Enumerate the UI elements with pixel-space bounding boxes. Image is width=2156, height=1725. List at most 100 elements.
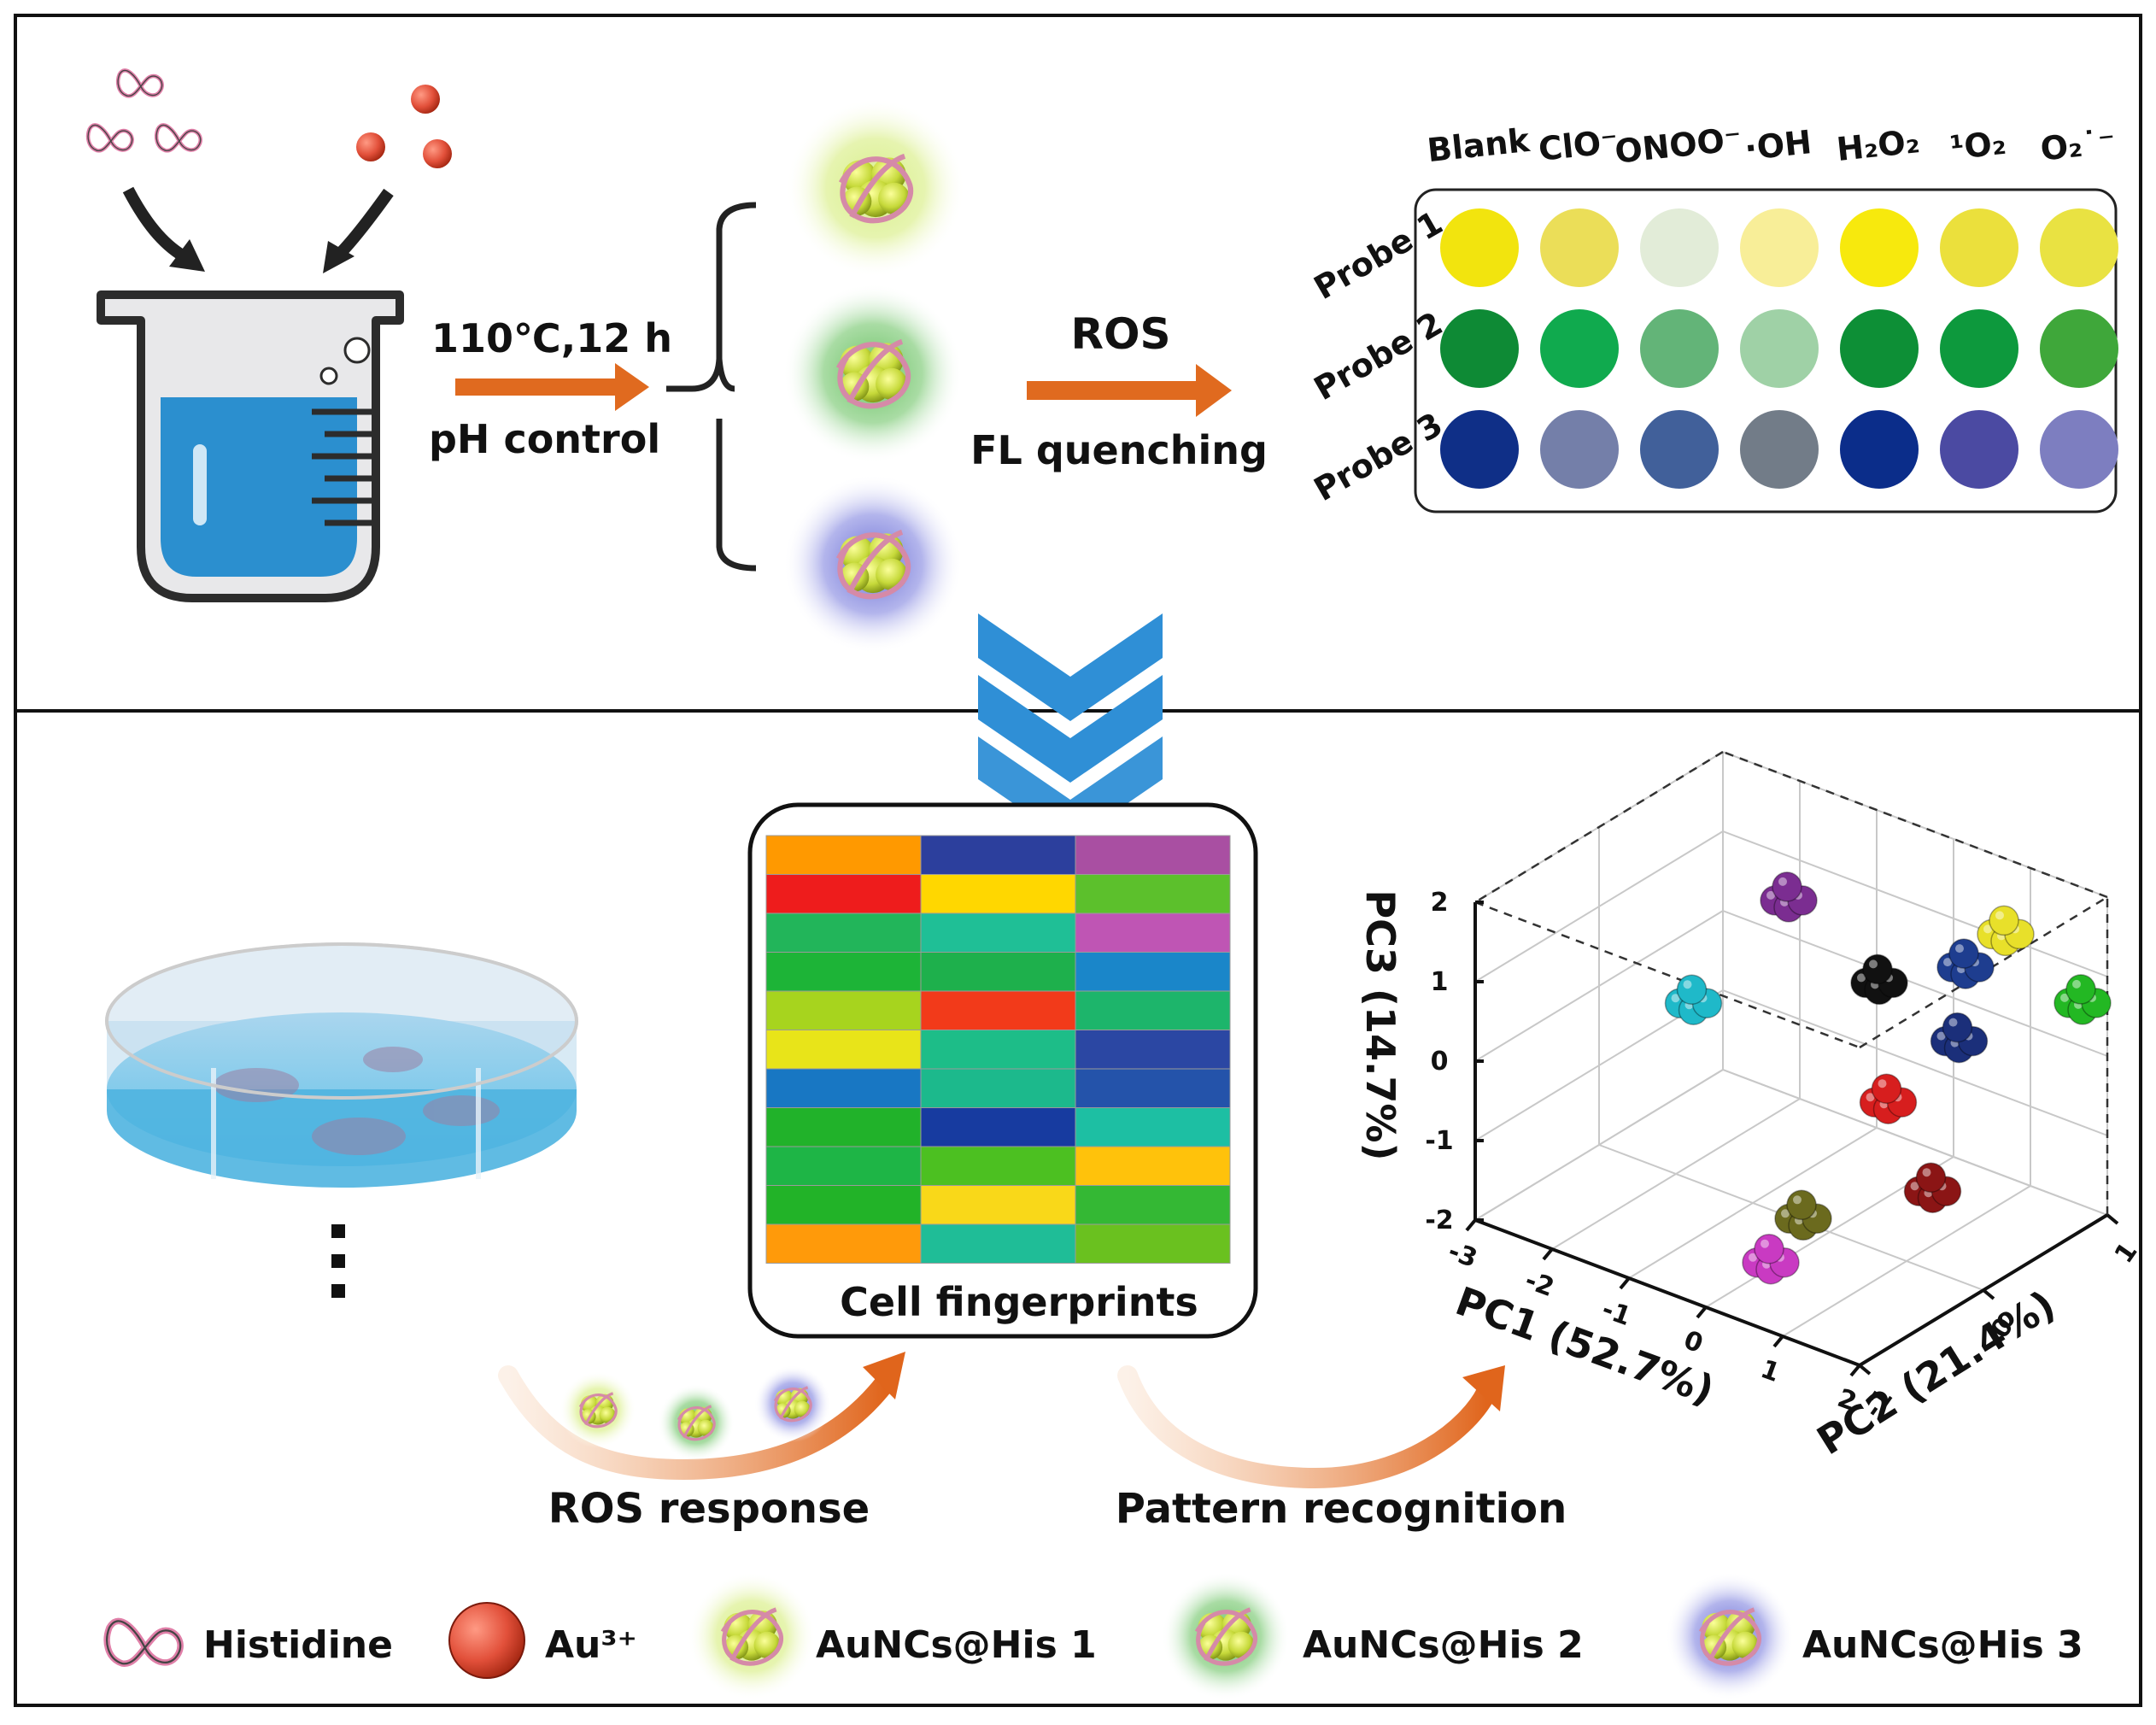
- ros-response-label: ROS response: [548, 1485, 870, 1533]
- pca-point-highlight: [1878, 1079, 1887, 1088]
- fingerprint-cell: [920, 835, 1076, 875]
- pca-tick: [1696, 1305, 1708, 1319]
- ros-response-dot: [1840, 208, 1919, 287]
- ros-response-dot: [1540, 208, 1619, 287]
- legend-nc-green-icon: [1162, 1572, 1290, 1700]
- pca-point-highlight: [1995, 911, 2004, 920]
- outer-frame: [14, 14, 2142, 1707]
- fingerprint-cell: [1075, 874, 1231, 914]
- pca-point-highlight: [1866, 1093, 1875, 1102]
- fingerprint-cell: [920, 1107, 1076, 1147]
- pca-cluster: [1760, 871, 1818, 923]
- legend-au-ion-icon: [448, 1602, 525, 1679]
- ros-response-probes: [560, 1365, 831, 1461]
- fingerprint-cell: [1075, 912, 1231, 953]
- fingerprint-cell: [1075, 1030, 1231, 1070]
- ros-response-dot: [1840, 410, 1919, 489]
- ros-response-dot: [1740, 208, 1819, 287]
- pca-point-highlight: [1910, 1182, 1919, 1191]
- synthesis-condition-ph: pH control: [429, 416, 660, 462]
- nanocluster-icon: [723, 1610, 781, 1663]
- ellipsis-dots: [331, 1224, 345, 1298]
- legend-label: Au³⁺: [545, 1623, 637, 1667]
- nanocluster-icon: [1197, 1610, 1255, 1663]
- pca-tick: [1542, 1247, 1554, 1261]
- fingerprint-cell: [765, 835, 922, 875]
- pca-point: [1772, 871, 1802, 902]
- pca-point: [1942, 1012, 1973, 1043]
- pca-cluster: [1774, 1189, 1832, 1241]
- fingerprint-cell: [1075, 1185, 1231, 1225]
- ros-response-dot: [2040, 309, 2118, 388]
- pca-point-highlight: [1761, 1239, 1769, 1248]
- pca-tick-label-pc1: -3: [1444, 1236, 1481, 1274]
- fingerprint-cell: [920, 952, 1076, 992]
- pca-point-highlight: [2072, 979, 2081, 989]
- cell-fingerprints-label: Cell fingerprints: [840, 1279, 1198, 1325]
- pca-point-highlight: [1778, 877, 1787, 886]
- fingerprint-cell: [920, 1185, 1076, 1225]
- pca-point: [1948, 938, 1979, 969]
- pca-cluster: [1930, 1012, 1989, 1064]
- pca-point: [1989, 905, 2019, 936]
- fingerprint-cell: [765, 1146, 922, 1186]
- fingerprint-cell: [765, 912, 922, 953]
- fingerprint-cell: [920, 1030, 1076, 1070]
- pca-cluster: [1850, 953, 1908, 1006]
- pca-axis-label-pc2: PC2 (21.4%): [1809, 1282, 2064, 1464]
- fingerprint-cell: [1075, 952, 1231, 992]
- pca-point: [1862, 953, 1893, 985]
- pca-point: [1754, 1233, 1784, 1264]
- ros-label: ROS: [1070, 309, 1170, 359]
- pca-point-highlight: [1793, 1195, 1802, 1205]
- pca-point-highlight: [1781, 1209, 1790, 1218]
- pca-tick: [1849, 1364, 1861, 1377]
- pca-tick: [2106, 1213, 2119, 1225]
- ros-response-dot: [1940, 410, 2018, 489]
- fingerprint-cell: [765, 1068, 922, 1108]
- fingerprint-cell: [765, 874, 922, 914]
- legend-label: Histidine: [203, 1623, 393, 1667]
- pca-tick-label-pc1: 0: [1679, 1325, 1707, 1359]
- au-ions: [356, 85, 452, 168]
- pca-tick: [1619, 1276, 1631, 1290]
- pca-point-highlight: [1943, 958, 1952, 967]
- pca-tick-label-pc1: -1: [1598, 1294, 1635, 1332]
- pca-tick-label-pc3: 0: [1431, 1047, 1449, 1077]
- fingerprint-cell: [765, 990, 922, 1030]
- fingerprint-cell: [765, 1185, 922, 1225]
- pca-grid-line: [1722, 910, 2108, 1057]
- pca-tick-label-pc2: 1: [2109, 1237, 2144, 1269]
- pca-cluster: [2053, 974, 2112, 1025]
- fingerprint-cell: [1075, 1107, 1231, 1147]
- ros-response-dot: [1440, 410, 1519, 489]
- au-ion-icon: [448, 1602, 525, 1679]
- ros-column-header: ONOO⁻: [1613, 120, 1743, 170]
- fingerprint-cell: [765, 1030, 922, 1070]
- histidine-icon: [107, 1621, 180, 1663]
- pca-point-highlight: [1766, 890, 1775, 900]
- pca-point-highlight: [1749, 1253, 1757, 1262]
- pca-cluster: [1742, 1233, 1800, 1285]
- ros-column-header: ClO⁻: [1537, 122, 1620, 168]
- pca-grid-line: [1722, 989, 2108, 1136]
- pca-point-highlight: [1683, 980, 1692, 989]
- synthesis-arrow: [455, 363, 649, 411]
- ros-column-header: Blank: [1426, 121, 1532, 169]
- fingerprint-cell: [765, 1223, 922, 1264]
- pca-tick-label-pc3: -2: [1425, 1206, 1453, 1235]
- pca-tick-label-pc1: 1: [1756, 1354, 1784, 1388]
- pca-box-edge: [1474, 901, 1860, 1049]
- pca-cluster: [1936, 938, 1995, 989]
- fingerprint-cell: [1075, 990, 1231, 1030]
- pca-tick: [1772, 1335, 1784, 1348]
- pattern-recognition-label: Pattern recognition: [1116, 1485, 1567, 1533]
- pca-tick-label-pc1: -2: [1521, 1265, 1558, 1303]
- legend-label: AuNCs@His 1: [816, 1623, 1097, 1667]
- pca-tick: [1465, 1218, 1477, 1232]
- legend-histidine-icon: [107, 1621, 180, 1663]
- pca-point-highlight: [1936, 1031, 1946, 1041]
